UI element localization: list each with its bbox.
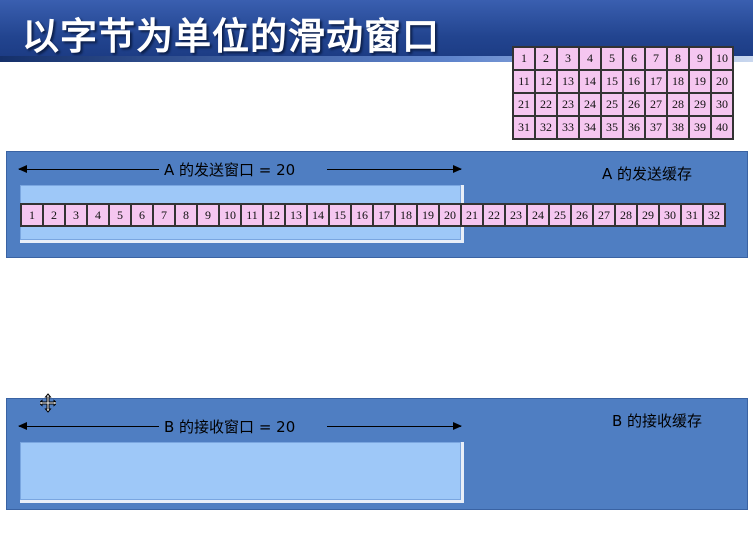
title-bar: 以字节为单位的滑动窗口 [0,0,753,62]
byte-cell: 22 [483,204,505,226]
byte-cell: 11 [241,204,263,226]
sender-window-arrow-right [327,165,462,173]
byte-cell: 17 [373,204,395,226]
grid-cell: 9 [689,47,711,70]
grid-cell: 3 [557,47,579,70]
receiver-buffer-panel: B 的接收窗口 = 20 B 的接收缓存 [6,398,748,510]
sender-window-label: A 的发送窗口 = 20 [162,159,298,180]
byte-cell: 28 [615,204,637,226]
byte-cell: 14 [307,204,329,226]
grid-cell: 12 [535,70,557,93]
grid-cell: 10 [711,47,733,70]
grid-cell: 30 [711,93,733,116]
byte-cell: 21 [461,204,483,226]
receiver-window-arrow-right [327,422,462,430]
grid-cell: 5 [601,47,623,70]
grid-cell: 2 [535,47,557,70]
byte-cell: 13 [285,204,307,226]
grid-cell: 21 [513,93,535,116]
grid-cell: 14 [579,70,601,93]
slide-title: 以字节为单位的滑动窗口 [22,15,440,58]
byte-cell: 26 [571,204,593,226]
byte-cell: 19 [417,204,439,226]
grid-cell: 23 [557,93,579,116]
byte-cell: 4 [87,204,109,226]
grid-cell: 22 [535,93,557,116]
grid-cell: 7 [645,47,667,70]
grid-cell: 1 [513,47,535,70]
byte-cell: 6 [131,204,153,226]
grid-cell: 11 [513,70,535,93]
byte-cell: 12 [263,204,285,226]
receiver-window-label: B 的接收窗口 = 20 [162,416,298,437]
byte-cell: 10 [219,204,241,226]
grid-cell: 40 [711,116,733,139]
grid-cell: 33 [557,116,579,139]
byte-cell: 9 [197,204,219,226]
grid-cell: 17 [645,70,667,93]
sender-buffer-label: A 的发送缓存 [602,165,693,183]
grid-cell: 28 [667,93,689,116]
byte-cell: 23 [505,204,527,226]
grid-cell: 19 [689,70,711,93]
grid-cell: 29 [689,93,711,116]
byte-cell: 2 [43,204,65,226]
move-cursor-icon [40,393,56,413]
grid-cell: 37 [645,116,667,139]
byte-cell: 8 [175,204,197,226]
byte-cell: 29 [637,204,659,226]
grid-cell: 8 [667,47,689,70]
byte-cell: 31 [681,204,703,226]
byte-cell: 20 [439,204,461,226]
receiver-buffer-label: B 的接收缓存 [612,412,703,430]
byte-cell: 25 [549,204,571,226]
byte-cell: 15 [329,204,351,226]
receiver-window-arrow-left [18,422,159,430]
byte-cell: 3 [65,204,87,226]
grid-cell: 26 [623,93,645,116]
byte-cell: 27 [593,204,615,226]
grid-cell: 18 [667,70,689,93]
grid-cell: 15 [601,70,623,93]
grid-cell: 16 [623,70,645,93]
byte-cell: 1 [21,204,43,226]
grid-cell: 34 [579,116,601,139]
grid-cell: 39 [689,116,711,139]
grid-cell: 25 [601,93,623,116]
byte-cell: 30 [659,204,681,226]
grid-cell: 35 [601,116,623,139]
grid-cell: 20 [711,70,733,93]
byte-cell: 16 [351,204,373,226]
receiver-window-box [20,442,464,503]
grid-cell: 13 [557,70,579,93]
grid-cell: 36 [623,116,645,139]
byte-cell: 32 [703,204,725,226]
grid-cell: 32 [535,116,557,139]
grid-cell: 27 [645,93,667,116]
title-underline [0,56,753,62]
byte-cell: 5 [109,204,131,226]
sender-window-arrow-left [18,165,159,173]
grid-cell: 4 [579,47,601,70]
grid-cell: 6 [623,47,645,70]
byte-cell: 18 [395,204,417,226]
grid-cell: 31 [513,116,535,139]
grid-cell: 24 [579,93,601,116]
byte-cell: 24 [527,204,549,226]
grid-cell: 38 [667,116,689,139]
byte-cell: 7 [153,204,175,226]
